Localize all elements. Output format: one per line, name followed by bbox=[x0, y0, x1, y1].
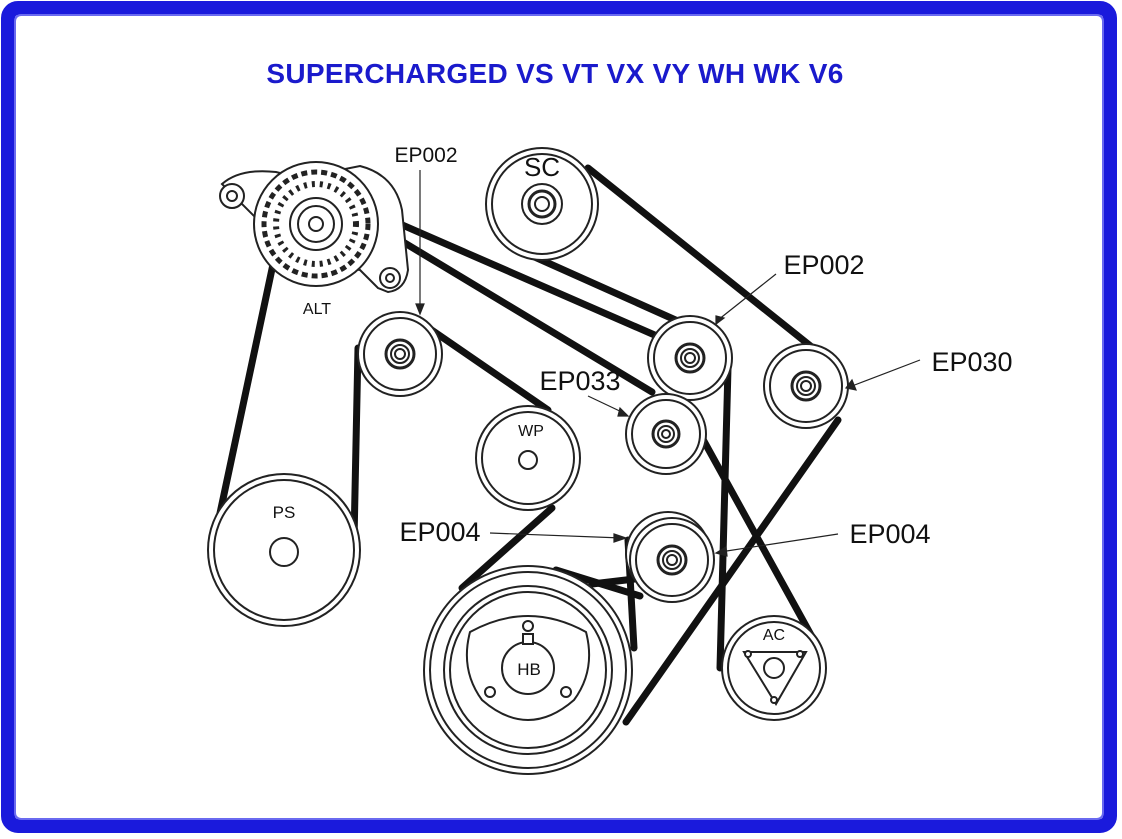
harmonic-balancer bbox=[423, 565, 633, 775]
label-ep030: EP030 bbox=[931, 347, 1012, 377]
belt-idler-ps bbox=[350, 344, 362, 544]
label-hb: HB bbox=[517, 660, 541, 679]
arrow-ep004-left bbox=[613, 533, 628, 543]
label-ep033: EP033 bbox=[539, 366, 620, 396]
frame-inner-border bbox=[14, 14, 1104, 820]
water-pump-pulley bbox=[475, 405, 581, 511]
idler-ep030 bbox=[763, 343, 849, 429]
belt-alt-ps bbox=[212, 218, 286, 536]
idler-ep033 bbox=[625, 393, 707, 475]
label-ep004-left: EP004 bbox=[399, 517, 480, 547]
belt-ep033-ac bbox=[696, 430, 820, 648]
arrow-ep030 bbox=[844, 378, 857, 391]
leader-ep004-left bbox=[489, 532, 623, 539]
belt-idler-wp bbox=[416, 318, 552, 414]
idler-ep002-right bbox=[647, 315, 733, 401]
leader-ep004-right bbox=[719, 533, 839, 553]
idler-ep004 bbox=[625, 511, 715, 603]
belt-ep030-hb bbox=[622, 416, 842, 726]
label-ep002-right: EP002 bbox=[783, 250, 864, 280]
leader-lines bbox=[415, 170, 921, 557]
alternator bbox=[219, 161, 410, 294]
alternator-mount-hole-2-inner bbox=[385, 273, 395, 283]
ac-compressor-pulley bbox=[721, 615, 827, 721]
arrow-ep004-right bbox=[714, 546, 728, 557]
label-wp: WP bbox=[518, 423, 544, 440]
alternator-shaft bbox=[308, 216, 324, 232]
belt-sc-ep002 bbox=[524, 250, 684, 326]
label-sc: SC bbox=[524, 152, 560, 182]
diagram-title: SUPERCHARGED VS VT VX VY WH WK V6 bbox=[266, 58, 844, 89]
supercharger-pulley bbox=[485, 147, 599, 261]
arrow-ep002-top bbox=[415, 303, 425, 316]
idler-ep002-top bbox=[357, 311, 443, 397]
label-ep002-top: EP002 bbox=[394, 144, 457, 167]
arrow-ep033 bbox=[617, 406, 630, 417]
label-ac: AC bbox=[763, 627, 785, 644]
belt-sc-ep030 bbox=[584, 164, 822, 356]
leader-ep002-right bbox=[717, 273, 777, 321]
arrow-ep002-right bbox=[715, 315, 726, 326]
power-steering-pulley bbox=[207, 473, 361, 627]
leader-ep030 bbox=[851, 359, 921, 387]
label-ps: PS bbox=[273, 503, 296, 522]
belt-wp-hb bbox=[458, 504, 556, 592]
belt-ep002-ac bbox=[716, 364, 732, 672]
alternator-mount-hole-inner bbox=[226, 190, 238, 202]
label-alt: ALT bbox=[303, 301, 331, 318]
label-ep004-right: EP004 bbox=[849, 519, 930, 549]
